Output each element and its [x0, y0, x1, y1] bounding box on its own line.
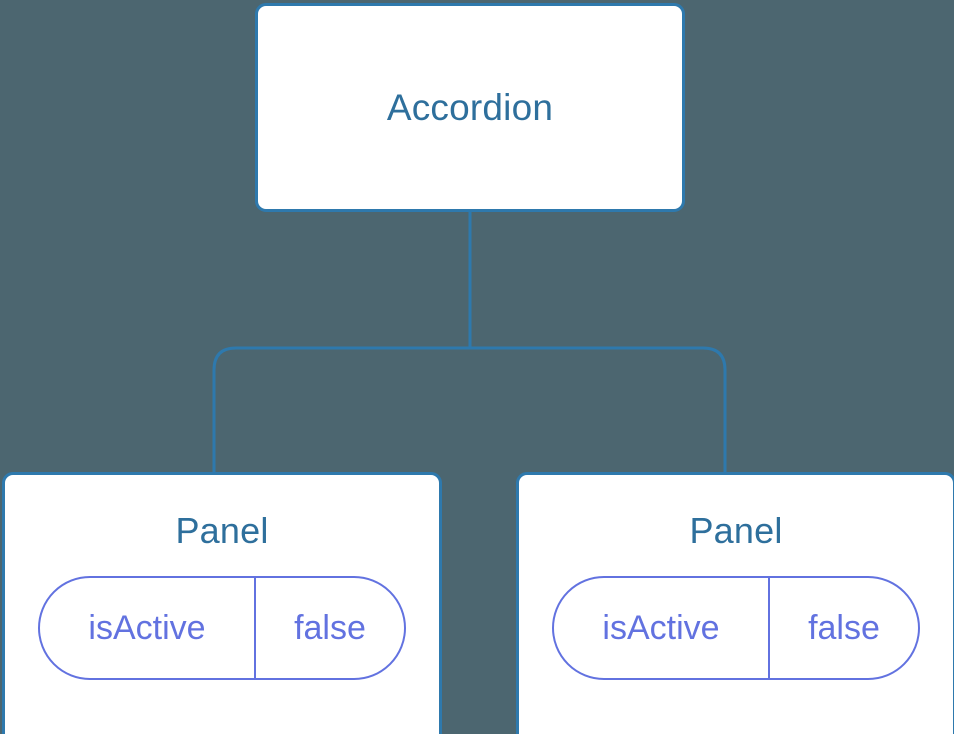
- node-title: Panel: [689, 510, 783, 551]
- state-pill[interactable]: isActive false: [552, 576, 920, 680]
- node-panel-1[interactable]: Panel isActive false: [2, 472, 442, 734]
- connector-branch-right: [470, 346, 727, 474]
- node-panel-2[interactable]: Panel isActive false: [516, 472, 954, 734]
- state-value: false: [294, 609, 366, 647]
- node-title: Panel: [175, 510, 269, 551]
- state-value: false: [808, 609, 880, 647]
- state-key: isActive: [554, 578, 770, 678]
- state-pill[interactable]: isActive false: [38, 576, 406, 680]
- node-accordion[interactable]: Accordion: [255, 3, 685, 212]
- state-key: isActive: [40, 578, 256, 678]
- connector-branch-left: [212, 346, 470, 474]
- node-title: Accordion: [386, 87, 554, 128]
